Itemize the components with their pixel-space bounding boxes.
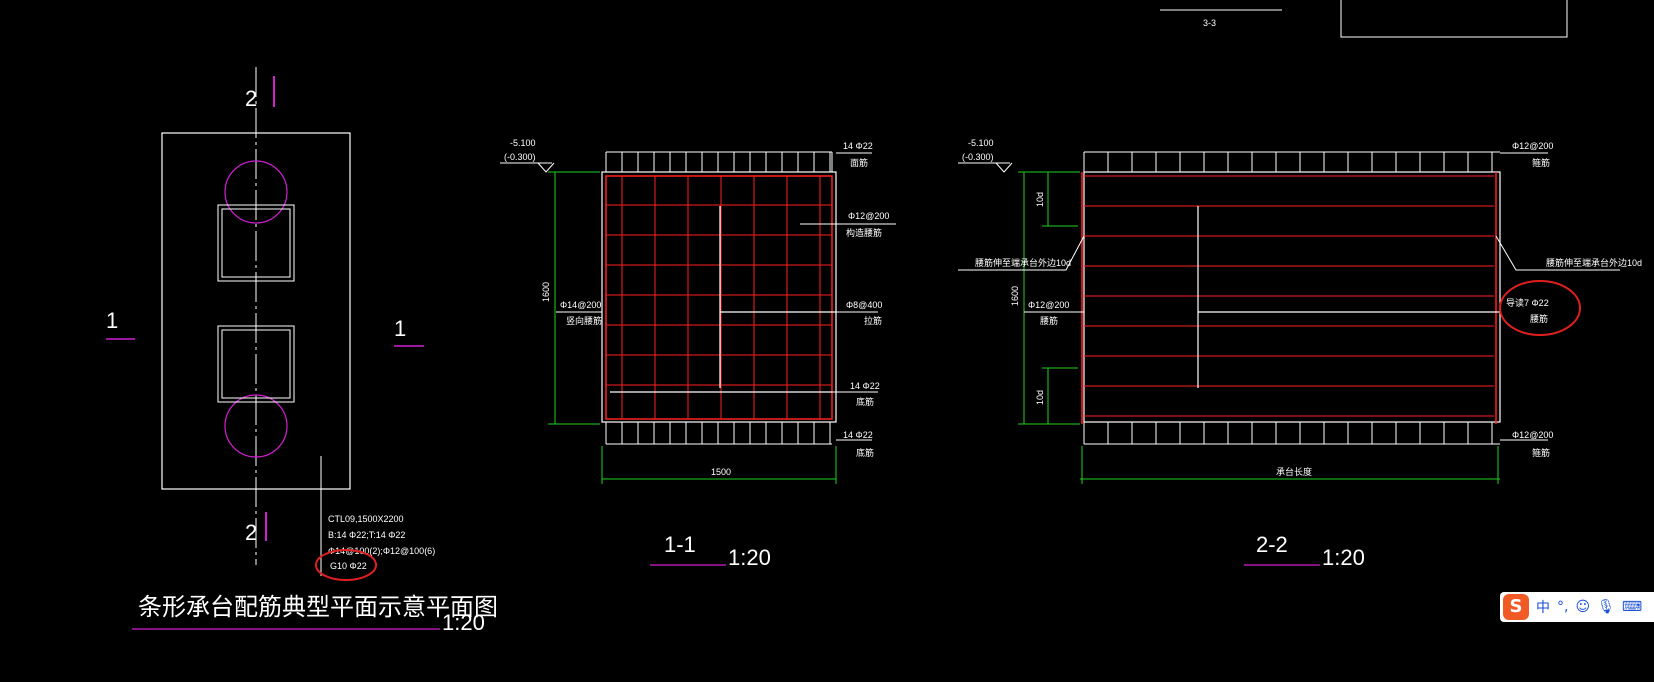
section-2-2: -5.100 (-0.300) 10d 10d 1600 承台长度 Φ12@20… [958,138,1642,570]
s11-elev-bottom: (-0.300) [504,152,536,162]
s22-dim-height: 1600 [1010,286,1020,306]
s22-label-bottom-right-sub: 箍筋 [1532,447,1550,458]
plan-spec-line1: CTL09,1500X2200 [328,514,404,524]
s22-outline [1083,171,1501,423]
section-1-1: -5.100 (-0.300) 1600 1500 14 Φ22 面筋 Φ12@… [500,138,896,570]
top-note-label: 3-3 [1203,18,1216,28]
column-bottom-inner [221,329,291,399]
s11-dim-height: 1600 [541,282,551,302]
s11-label-stirrup-sub: 拉筋 [864,315,882,326]
ime-mode-button[interactable]: 中 [1536,600,1550,616]
top-fragment: 3-3 [1160,0,1568,38]
plan-spec-line4: G10 Φ22 [330,561,367,571]
s11-label-stirrup: Φ8@400 [846,300,882,310]
s11-label-left-sub: 竖向腰筋 [566,315,602,326]
pile-circle-bottom [224,394,288,458]
pile-cap-outline [161,132,351,490]
s11-outline [601,171,837,423]
s11-label-bottom-b-sub: 底筋 [856,447,874,458]
ime-punct-button[interactable]: °, [1557,599,1569,615]
s22-dim-bottom: 10d [1035,390,1045,405]
s22-label-bottom-right: Φ12@200 [1512,430,1553,440]
s22-label-top-right-sub: 箍筋 [1532,157,1550,168]
s11-label-bottom-a: 14 Φ22 [850,381,880,391]
pile-circle-top [224,160,288,224]
s22-title: 2-2 [1256,532,1288,557]
column-bottom-outer [217,325,295,403]
s11-label-bottom-a-sub: 底筋 [856,396,874,407]
plan-spec-line2: B:14 Φ22;T:14 Φ22 [328,530,405,540]
s22-label-left-sub: 腰筋 [1040,315,1058,326]
s22-elev-bottom: (-0.300) [962,152,994,162]
keyboard-icon[interactable]: ⌨ [1621,599,1643,615]
s22-elev-top: -5.100 [968,138,994,148]
s22-dim-top: 10d [1035,192,1045,207]
s22-label-right-anchor: 腰筋伸至端承台外边10d [1546,257,1642,268]
plan-title: 条形承台配筋典型平面示意平面图 [138,594,498,621]
microphone-icon[interactable]: 🎙 [1597,599,1615,615]
s11-title: 1-1 [664,532,696,557]
s22-scale: 1:20 [1322,545,1365,570]
s22-dim-length: 承台长度 [1276,466,1312,477]
axis-label-bottom: 2 [245,520,257,545]
s11-label-mid-right: Φ12@200 [848,211,889,221]
s22-label-right-side: 导读7 Φ22 [1506,297,1549,308]
ime-toolbar[interactable]: S 中 °, ☺ 🎙 ⌨ [1500,592,1654,622]
s11-label-top-rebar: 14 Φ22 [843,141,873,151]
axis-label-top: 2 [245,86,257,111]
s22-label-right-side-sub: 腰筋 [1530,313,1548,324]
plan-scale: 1:20 [442,610,485,635]
ime-logo-icon[interactable]: S [1503,594,1529,620]
s11-label-top-rebar-sub: 面筋 [850,157,868,168]
plan-spec-line3: Φ14@100(2);Φ12@100(6) [328,546,435,556]
column-top-inner [221,208,291,278]
s22-label-left-anchor: 腰筋伸至端承台外边10d [975,257,1071,268]
plan-view: 2 2 1 1 CTL09,1500X2200 B:14 Φ22;T:14 Φ2… [106,67,498,635]
s11-label-left: Φ14@200 [560,300,601,310]
s11-scale: 1:20 [728,545,771,570]
s11-label-bottom-b: 14 Φ22 [843,430,873,440]
s22-label-top-right: Φ12@200 [1512,141,1553,151]
s11-dim-width: 1500 [711,467,731,477]
axis-label-right: 1 [394,316,406,341]
s22-label-left: Φ12@200 [1028,300,1069,310]
s11-label-mid-right-sub: 构造腰筋 [846,227,882,238]
axis-label-left: 1 [106,308,118,333]
s11-elev-top: -5.100 [510,138,536,148]
highlight-circle-plan [315,549,377,581]
highlight-circle-2-2 [1499,280,1581,336]
column-top-outer [217,204,295,282]
smile-icon[interactable]: ☺ [1575,599,1591,615]
